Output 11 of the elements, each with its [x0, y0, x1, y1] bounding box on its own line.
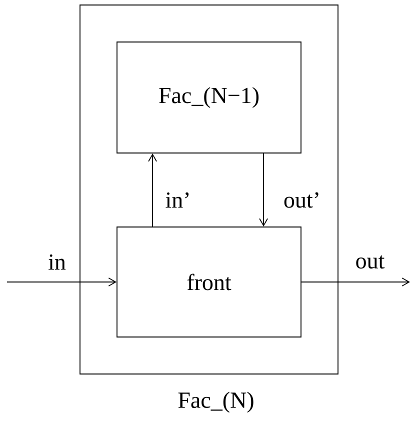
node-label: Fac_(N): [178, 392, 254, 413]
block-box: Fac_(N−1): [116, 42, 302, 154]
block-box: front: [116, 226, 302, 338]
arrow: [301, 278, 410, 286]
arrow: [148, 153, 157, 227]
arrow: [259, 153, 268, 227]
arrow: [6, 278, 117, 286]
edge-label: in: [48, 254, 66, 270]
edge-label: out’: [284, 192, 318, 208]
edge-label: in’: [166, 192, 189, 208]
edge-label: out: [356, 255, 385, 269]
